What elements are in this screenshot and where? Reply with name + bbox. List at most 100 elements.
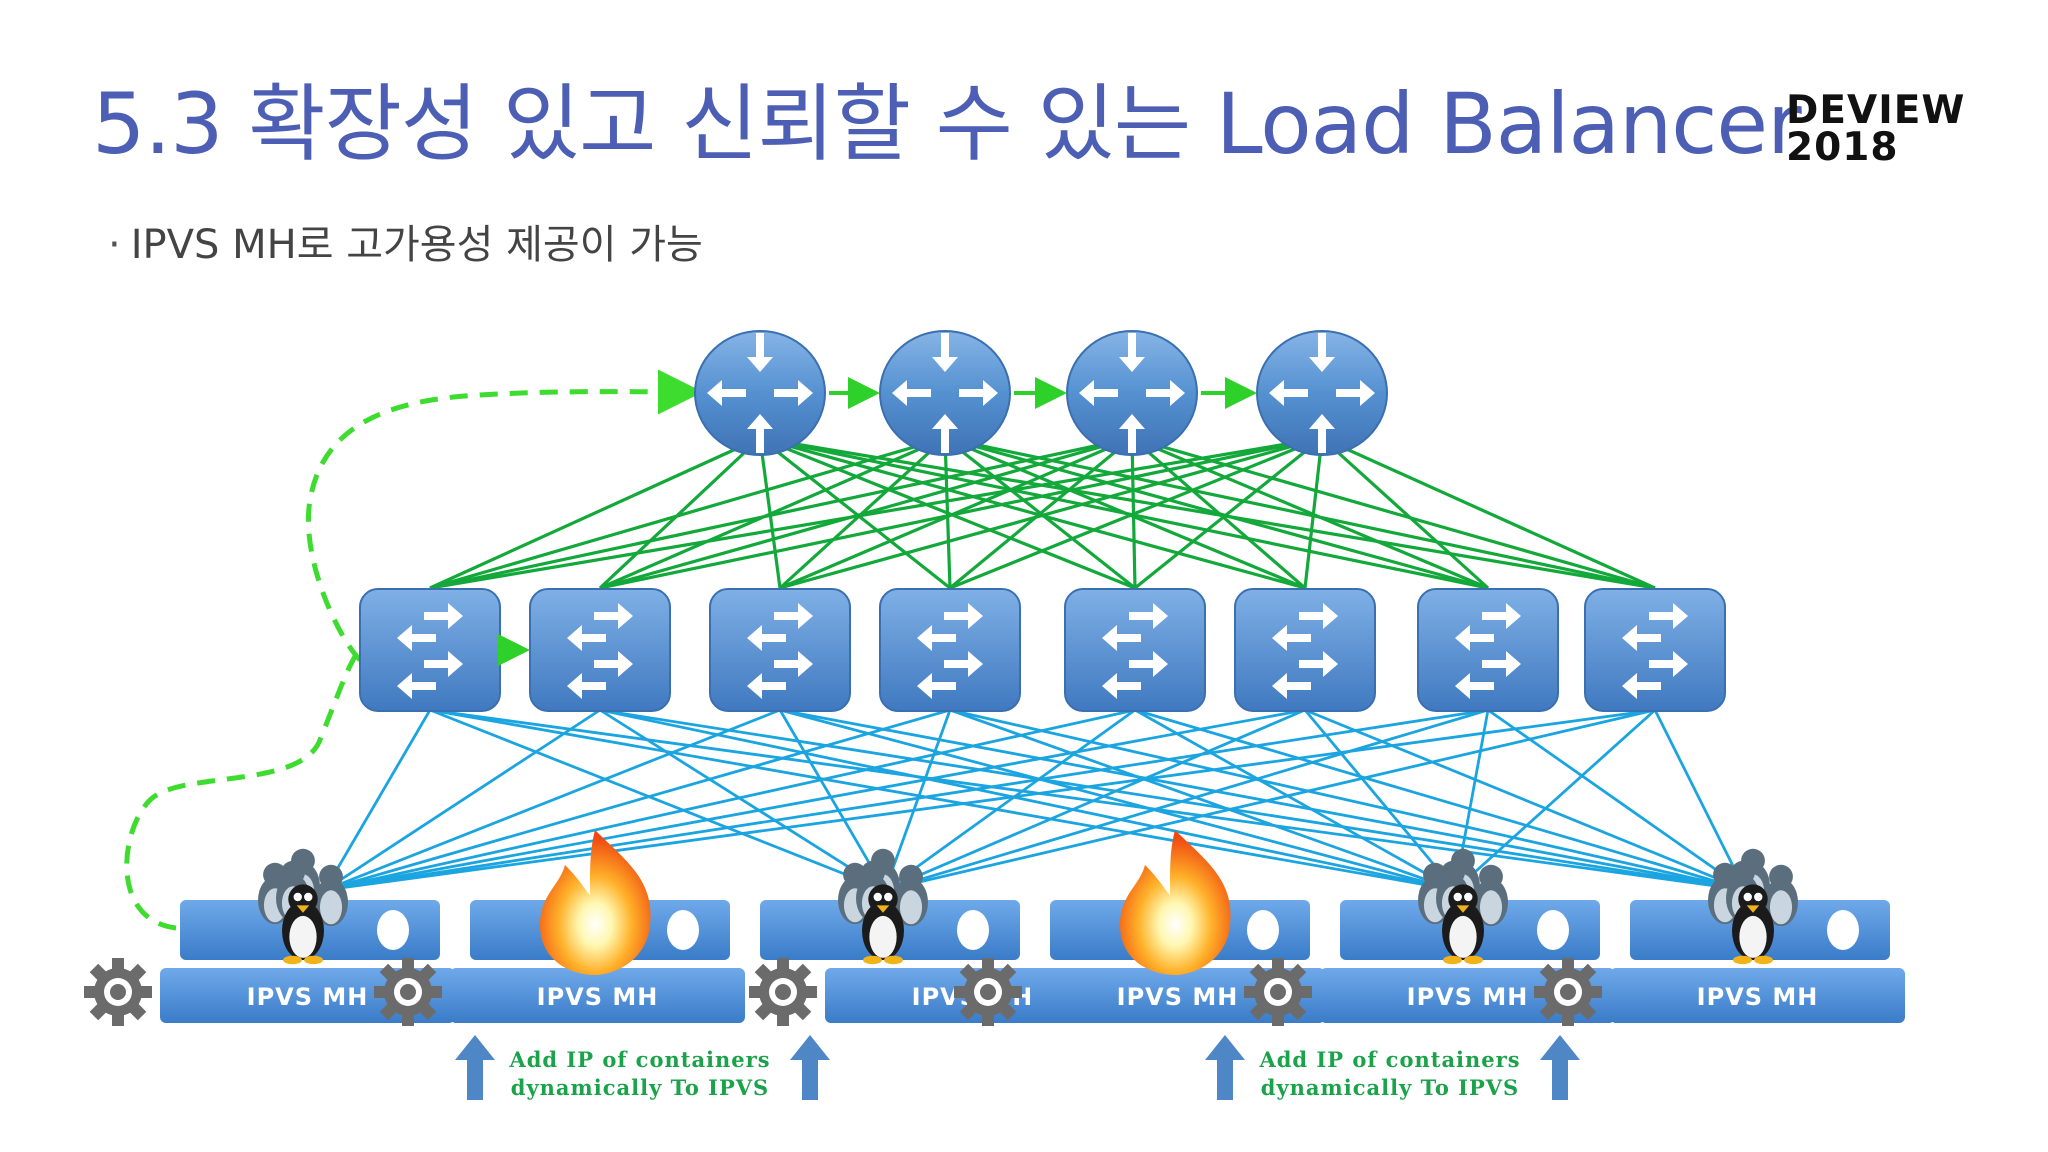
ipvs-label: IPVS MH xyxy=(1407,983,1529,1011)
blue-link xyxy=(1134,708,1746,892)
green-link xyxy=(1303,437,1324,589)
subtitle-text: IPVS MH로 고가용성 제공이 가능 xyxy=(130,222,703,268)
green-link xyxy=(943,437,952,589)
penguin-head xyxy=(1731,860,1755,885)
arrow-glyph xyxy=(1129,603,1168,629)
arrow-glyph xyxy=(594,603,633,629)
arrow-glyph xyxy=(944,651,983,677)
container-port xyxy=(1827,910,1859,950)
arrow-glyph xyxy=(959,380,998,406)
arrow-glyph xyxy=(1129,651,1168,677)
blue-link xyxy=(1653,709,1747,891)
arrow-glyph xyxy=(917,625,956,651)
switch-icon xyxy=(1234,588,1376,712)
green-link xyxy=(759,436,1656,590)
penguin-belly xyxy=(899,890,923,925)
ipvs-bar xyxy=(1320,968,1615,1023)
up-arrow-icon xyxy=(455,1035,495,1100)
gear-core xyxy=(1270,984,1286,1000)
arrow-glyph xyxy=(707,380,746,406)
arrow-glyph xyxy=(397,625,436,651)
green-link xyxy=(779,436,1323,590)
switch-body xyxy=(1584,588,1726,712)
gear-icon xyxy=(1244,958,1312,1026)
note-line-1: Add IP of containers xyxy=(508,1047,770,1072)
ipvs-bar xyxy=(160,968,455,1023)
penguin-foot xyxy=(1754,955,1773,965)
blue-link xyxy=(429,708,1456,892)
arrow-glyph xyxy=(1622,625,1661,651)
blue-link xyxy=(599,708,886,892)
penguin-belly xyxy=(1479,890,1503,925)
switch-icon xyxy=(529,588,671,712)
arrow-glyph xyxy=(1309,333,1335,372)
penguin-beak xyxy=(876,905,890,913)
penguin-eye xyxy=(884,892,893,902)
penguin-head xyxy=(861,860,885,885)
penguin-cluster xyxy=(1418,848,1508,965)
penguin-head xyxy=(281,860,305,885)
blue-link xyxy=(884,708,1656,892)
penguin-foot xyxy=(283,955,302,965)
tux-penguin-icon xyxy=(1764,864,1798,926)
arrow-glyph xyxy=(424,651,463,677)
green-link xyxy=(1321,436,1656,590)
ipvs-label: IPVS MH xyxy=(247,983,369,1011)
ipvs-node: IPVS MH xyxy=(84,848,455,1026)
ipvs-node: IPVS MH xyxy=(954,830,1325,1026)
switch-icon xyxy=(1584,588,1726,712)
container-port xyxy=(377,910,409,950)
penguin-cluster xyxy=(1708,848,1798,965)
penguin-head xyxy=(1423,862,1447,887)
blue-link xyxy=(883,709,952,891)
penguin-beak xyxy=(296,905,310,913)
router-switch-links xyxy=(429,436,1656,590)
blue-link xyxy=(884,708,1306,892)
arrow-glyph xyxy=(1299,603,1338,629)
blue-link xyxy=(1303,709,1457,891)
gear-core xyxy=(110,984,126,1000)
ipvs-label: IPVS MH xyxy=(1117,983,1239,1011)
green-link xyxy=(1131,436,1656,590)
penguin-cluster xyxy=(258,848,348,965)
green-link xyxy=(944,436,1306,590)
penguin-foot xyxy=(1733,955,1752,965)
ipvs-bar xyxy=(1610,968,1905,1023)
gear-icon xyxy=(1534,958,1602,1026)
blue-link xyxy=(884,708,1136,892)
container-port xyxy=(1247,910,1279,950)
blue-link xyxy=(779,708,1456,892)
blue-link xyxy=(324,708,1656,892)
penguin-head xyxy=(1448,884,1478,914)
router-icon xyxy=(1066,330,1198,456)
penguin-belly xyxy=(1739,915,1767,958)
ipvs-node: IPVS MH xyxy=(374,830,745,1026)
arrow-glyph xyxy=(747,333,773,372)
penguin-belly xyxy=(1449,915,1477,958)
ipvs-bar xyxy=(450,968,745,1023)
ipvs-bar xyxy=(1030,968,1325,1023)
arrow-glyph xyxy=(1272,673,1311,699)
switch-body xyxy=(879,588,1021,712)
penguin-head xyxy=(1713,862,1737,887)
deview-logo: DEVIEW 2018 xyxy=(1786,91,1965,167)
blue-link xyxy=(429,708,886,892)
arrow-glyph xyxy=(1146,380,1185,406)
blue-link xyxy=(1454,708,1656,892)
ipvs-label: IPVS MH xyxy=(537,983,659,1011)
arrow-glyph xyxy=(747,673,786,699)
penguin-eye xyxy=(293,892,302,902)
penguin-head xyxy=(263,862,287,887)
ipvs-label: IPVS MH xyxy=(1697,983,1819,1011)
green-link xyxy=(599,436,946,590)
penguin-foot xyxy=(1464,955,1483,965)
blue-link xyxy=(323,709,432,891)
arrow-glyph xyxy=(1649,651,1688,677)
green-link xyxy=(429,436,946,590)
arrow-glyph xyxy=(774,651,813,677)
penguin-eye xyxy=(1754,892,1763,902)
tux-penguin-icon xyxy=(1474,864,1508,926)
